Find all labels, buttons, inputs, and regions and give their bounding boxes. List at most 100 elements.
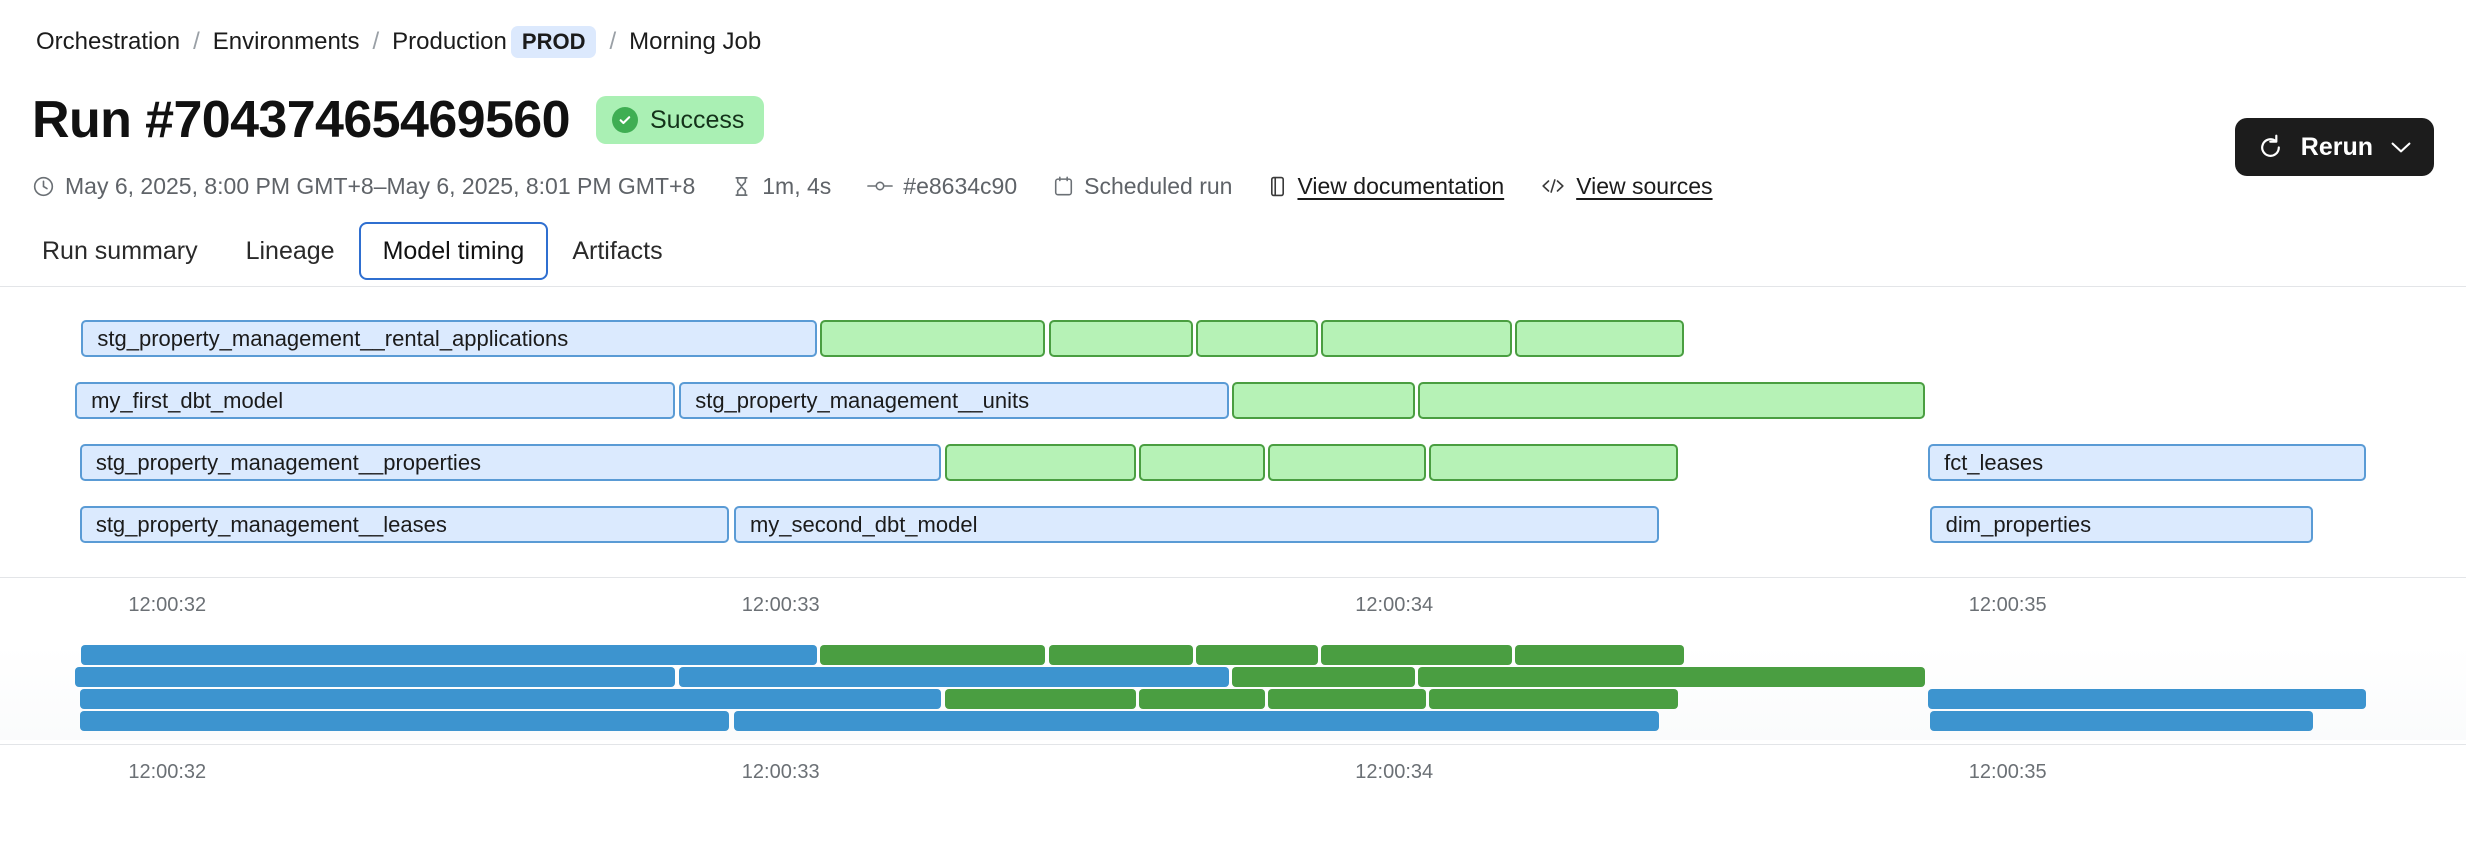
minimap-bar-model[interactable] bbox=[79, 711, 730, 731]
minimap-bar-test[interactable] bbox=[1514, 645, 1684, 665]
gantt-bar-test[interactable] bbox=[1514, 320, 1684, 357]
breadcrumb-item-environments[interactable]: Environments bbox=[212, 28, 360, 55]
gantt-bar-fct_leases[interactable]: fct_leases bbox=[1928, 444, 2367, 481]
gantt-bar-test[interactable] bbox=[945, 444, 1137, 481]
minimap-rows[interactable] bbox=[0, 645, 2466, 740]
minimap-bar-model[interactable] bbox=[79, 689, 941, 709]
gantt-bar-test[interactable] bbox=[1428, 444, 1678, 481]
gantt-bar-label: fct_leases bbox=[1944, 449, 2044, 475]
minimap-bar-test[interactable] bbox=[1417, 667, 1925, 687]
axis-tick-label: 12:00:34 bbox=[1355, 594, 1434, 616]
meta-duration: 1m, 4s bbox=[731, 172, 831, 200]
gantt-bar-test[interactable] bbox=[1267, 444, 1426, 481]
breadcrumb-separator: / bbox=[609, 28, 617, 55]
minimap-bar-model[interactable] bbox=[81, 645, 817, 665]
axis-tick-label: 12:00:32 bbox=[128, 594, 207, 616]
minimap-axis-tick-label: 12:00:33 bbox=[741, 761, 820, 783]
gantt-bar-stg_property_management__leases[interactable]: stg_property_management__leases bbox=[79, 506, 730, 543]
book-icon bbox=[1268, 175, 1287, 198]
check-circle-icon bbox=[611, 107, 638, 133]
minimap-time-axis: 12:00:32 12:00:33 12:00:34 12:00:35 bbox=[0, 744, 2466, 790]
meta-trigger-label: Scheduled run bbox=[1084, 173, 1233, 199]
gantt-bar-label: my_second_dbt_model bbox=[749, 511, 978, 537]
minimap-row bbox=[0, 667, 2466, 687]
breadcrumb-item-orchestration[interactable]: Orchestration bbox=[36, 28, 181, 55]
chevron-down-icon[interactable] bbox=[2390, 140, 2412, 154]
code-icon bbox=[1540, 177, 1566, 195]
gantt-bar-test[interactable] bbox=[820, 320, 1046, 357]
gantt-bar-stg_property_management__rental_applications[interactable]: stg_property_management__rental_applicat… bbox=[81, 320, 817, 357]
tab-lineage[interactable]: Lineage bbox=[245, 237, 335, 265]
breadcrumb-separator: / bbox=[193, 28, 200, 55]
minimap-axis-tick-label: 12:00:34 bbox=[1355, 761, 1434, 783]
tab-artifacts[interactable]: Artifacts bbox=[572, 237, 663, 265]
meta-timerange-label: May 6, 2025, 8:00 PM GMT+8–May 6, 2025, … bbox=[65, 173, 696, 199]
gantt-bar-dim_properties[interactable]: dim_properties bbox=[1929, 506, 2314, 543]
gantt-bar-test[interactable] bbox=[1139, 444, 1265, 481]
minimap-bar-test[interactable] bbox=[1428, 689, 1678, 709]
gantt-bar-stg_property_management__units[interactable]: stg_property_management__units bbox=[679, 382, 1229, 419]
page-title: Run #70437465469560 bbox=[32, 91, 571, 149]
minimap-bar-test[interactable] bbox=[820, 645, 1046, 665]
minimap-bar-test[interactable] bbox=[1195, 645, 1318, 665]
axis-tick-label: 12:00:33 bbox=[741, 594, 820, 616]
meta-timerange: May 6, 2025, 8:00 PM GMT+8–May 6, 2025, … bbox=[32, 172, 695, 200]
calendar-icon bbox=[1053, 175, 1074, 197]
tab-model-timing[interactable]: Model timing bbox=[358, 222, 549, 280]
minimap-bar-model[interactable] bbox=[679, 667, 1229, 687]
gantt-bar-test[interactable] bbox=[1195, 320, 1318, 357]
gantt-bar-test[interactable] bbox=[1231, 382, 1415, 419]
minimap-bar-test[interactable] bbox=[945, 689, 1137, 709]
meta-commit-label: #e8634c90 bbox=[903, 173, 1018, 199]
hourglass-icon bbox=[731, 175, 752, 198]
minimap-row bbox=[0, 645, 2466, 665]
view-documentation-link[interactable]: View documentation bbox=[1297, 173, 1505, 199]
minimap-bar-test[interactable] bbox=[1139, 689, 1265, 709]
breadcrumb-separator: / bbox=[372, 28, 380, 55]
breadcrumb-item-morning-job: Morning Job bbox=[629, 28, 762, 55]
gantt-bar-label: stg_property_management__leases bbox=[95, 511, 447, 537]
title-row: Run #70437465469560 Success bbox=[32, 90, 765, 150]
git-commit-icon bbox=[867, 179, 894, 193]
minimap-axis-tick-label: 12:00:32 bbox=[128, 761, 207, 783]
gantt-rows: stg_property_management__rental_applicat… bbox=[0, 320, 2466, 567]
gantt-bar-label: stg_property_management__rental_applicat… bbox=[97, 325, 569, 351]
meta-trigger: Scheduled run bbox=[1053, 172, 1232, 200]
minimap-bar-test[interactable] bbox=[1320, 645, 1512, 665]
minimap-bar-test[interactable] bbox=[1267, 689, 1426, 709]
minimap-bar-model[interactable] bbox=[75, 667, 675, 687]
minimap-axis-tick-label: 12:00:35 bbox=[1968, 761, 2047, 783]
run-meta-row: May 6, 2025, 8:00 PM GMT+8–May 6, 2025, … bbox=[32, 172, 1713, 200]
gantt-bar-test[interactable] bbox=[1048, 320, 1193, 357]
breadcrumb-item-production[interactable]: Production bbox=[392, 28, 507, 55]
gantt-bar-label: my_first_dbt_model bbox=[91, 387, 284, 413]
tab-run-summary[interactable]: Run summary bbox=[42, 237, 198, 265]
gantt-bar-my_first_dbt_model[interactable]: my_first_dbt_model bbox=[75, 382, 675, 419]
gantt-bar-my_second_dbt_model[interactable]: my_second_dbt_model bbox=[733, 506, 1659, 543]
meta-duration-label: 1m, 4s bbox=[762, 173, 832, 199]
gantt-row: stg_property_management__leases my_second… bbox=[0, 506, 2466, 543]
minimap-bar-test[interactable] bbox=[1231, 667, 1415, 687]
minimap-bar-model[interactable] bbox=[1929, 711, 2314, 731]
model-timing-minimap[interactable]: 12:00:32 12:00:33 12:00:34 12:00:35 bbox=[0, 645, 2466, 790]
gantt-bar-test[interactable] bbox=[1417, 382, 1925, 419]
clock-icon bbox=[32, 175, 55, 198]
minimap-bar-model[interactable] bbox=[733, 711, 1659, 731]
gantt-bar-label: stg_property_management__units bbox=[695, 387, 1030, 413]
gantt-bar-stg_property_management__properties[interactable]: stg_property_management__properties bbox=[79, 444, 941, 481]
minimap-bar-test[interactable] bbox=[1048, 645, 1193, 665]
meta-sources[interactable]: View sources bbox=[1540, 172, 1713, 200]
minimap-bar-model[interactable] bbox=[1928, 689, 2367, 709]
gantt-bar-test[interactable] bbox=[1320, 320, 1512, 357]
gantt-bar-label: stg_property_management__properties bbox=[95, 449, 482, 475]
gantt-bar-label: dim_properties bbox=[1945, 511, 2092, 537]
minimap-row bbox=[0, 711, 2466, 731]
status-label: Success bbox=[649, 106, 745, 134]
refresh-icon bbox=[2257, 134, 2284, 161]
rerun-button[interactable]: Rerun bbox=[2234, 118, 2434, 176]
meta-docs[interactable]: View documentation bbox=[1268, 172, 1504, 200]
rerun-label: Rerun bbox=[2300, 133, 2373, 161]
view-sources-link[interactable]: View sources bbox=[1576, 173, 1713, 199]
